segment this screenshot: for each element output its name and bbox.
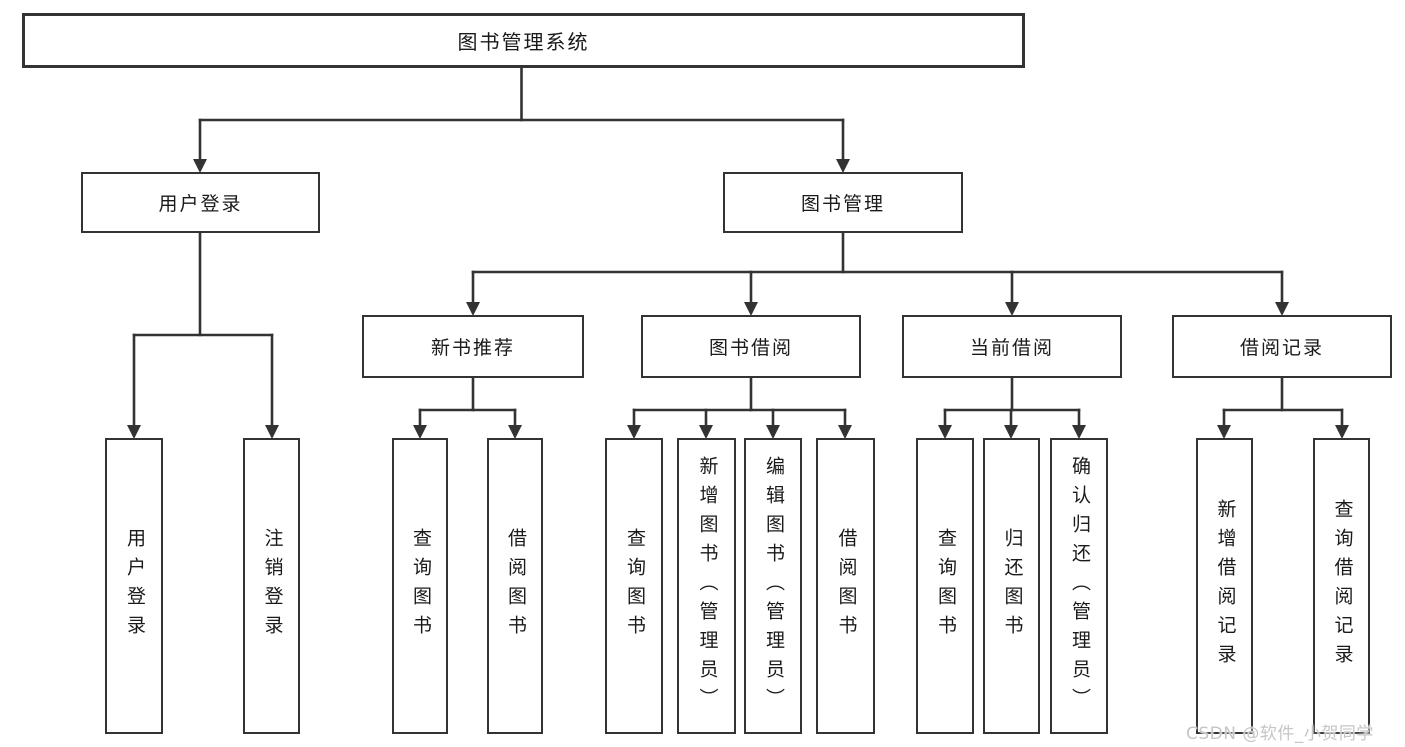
node-label: 图书借阅 [708, 337, 793, 359]
node-label: 图书管理系统 [457, 30, 590, 54]
leaf-add-borrow-record: 新增借阅记录 [1196, 438, 1253, 734]
node-label: 归还图书 [1001, 528, 1024, 644]
watermark: CSDN @软件_小贺同学 [1186, 724, 1374, 744]
leaf-confirm-return-admin: 确认归还（管理员） [1050, 438, 1108, 734]
leaf-edit-book-admin: 编辑图书（管理员） [744, 438, 802, 734]
node-label: 查询图书 [623, 528, 646, 644]
node-label: 新书推荐 [430, 337, 515, 359]
leaf-query-books-2: 查询图书 [605, 438, 663, 734]
node-label: 用户登录 [158, 193, 243, 215]
node-label: 注销登录 [261, 528, 284, 644]
leaf-return-book: 归还图书 [983, 438, 1040, 734]
leaf-query-books-1: 查询图书 [392, 438, 448, 734]
node-borrowing-records: 借阅记录 [1172, 315, 1392, 378]
node-label: 新增借阅记录 [1214, 499, 1237, 673]
node-label: 借阅记录 [1239, 337, 1324, 359]
leaf-add-book-admin: 新增图书（管理员） [677, 438, 736, 734]
node-current-borrowing: 当前借阅 [902, 315, 1122, 378]
leaf-borrow-books-2: 借阅图书 [816, 438, 875, 734]
node-new-book-recommend: 新书推荐 [362, 315, 584, 378]
node-label: 用户登录 [123, 528, 146, 644]
node-book-management: 图书管理 [723, 172, 963, 233]
node-label: 当前借阅 [969, 337, 1054, 359]
node-label: 确认归还（管理员） [1068, 455, 1091, 717]
node-label: 查询图书 [409, 528, 432, 644]
leaf-logout: 注销登录 [243, 438, 300, 734]
node-library-system: 图书管理系统 [22, 13, 1025, 68]
node-label: 图书管理 [800, 193, 885, 215]
node-label: 查询借阅记录 [1331, 499, 1354, 673]
leaf-query-books-3: 查询图书 [916, 438, 974, 734]
node-label: 新增图书（管理员） [696, 455, 719, 717]
node-label: 借阅图书 [835, 528, 858, 644]
node-label: 查询图书 [934, 528, 957, 644]
node-label: 编辑图书（管理员） [762, 455, 785, 717]
node-user-login: 用户登录 [81, 172, 320, 233]
leaf-borrow-books-1: 借阅图书 [487, 438, 543, 734]
node-label: 借阅图书 [504, 528, 527, 644]
node-book-borrowing: 图书借阅 [641, 315, 861, 378]
leaf-user-login: 用户登录 [105, 438, 163, 734]
leaf-query-borrow-record: 查询借阅记录 [1313, 438, 1370, 734]
